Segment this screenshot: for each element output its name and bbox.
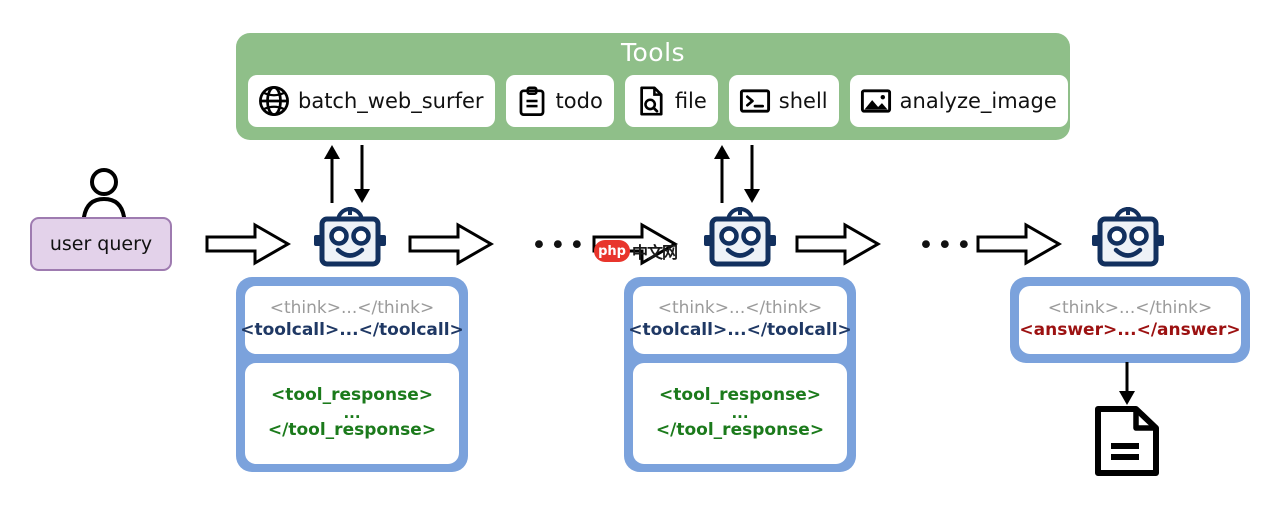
tool-label: todo [555,89,603,113]
tool-response-close: </tool_response> [267,420,437,441]
arrow-up-icon [324,145,340,203]
tool-response-dots: ... [731,403,749,422]
tools-title: Tools [620,38,686,67]
agent-step-2-message-card: <think>...</think> <toolcall>...</toolca… [628,286,852,354]
user-query-box[interactable]: user query [30,217,172,271]
toolcall-text: <toolcall>...</toolcall> [628,320,852,340]
think-text: <think>...</think> [269,298,435,319]
tool-chip-batch-web-surfer[interactable]: batch_web_surfer [248,75,495,127]
block-arrow-right-icon [795,222,881,266]
block-arrow-right-icon [205,222,291,266]
tool-label: shell [778,89,828,113]
flow-ellipsis: ••• [531,230,588,261]
watermark: php 中文网 [594,238,686,264]
tool-chip-shell[interactable]: shell [728,75,839,127]
agent-step-2-response-card: <tool_response> ... </tool_response> [633,363,847,464]
tool-label: batch_web_surfer [298,89,484,113]
agent-step-1-message-card: <think>...</think> <toolcall>...</toolca… [240,286,464,354]
answer-text: <answer>...</answer> [1019,320,1241,340]
tool-label: file [674,89,707,113]
tool-response-dots: ... [343,403,361,422]
flow-ellipsis: ••• [918,230,975,261]
user-query-label: user query [49,233,153,255]
tool-chip-analyze-image[interactable]: analyze_image [849,75,1068,127]
watermark-badge: php [594,240,630,262]
arrow-down-icon [744,145,760,203]
arrow-down-icon [354,145,370,203]
document-icon [1095,406,1159,476]
clipboard-icon [519,86,544,116]
think-text: <think>...</think> [1047,298,1213,319]
robot-icon [704,207,776,267]
user-icon [82,168,126,217]
tool-label: analyze_image [899,89,1057,113]
image-icon [860,89,891,113]
toolcall-text: <toolcall>...</toolcall> [240,320,464,340]
globe-icon [259,86,289,116]
tool-response-open: <tool_response> [271,385,433,405]
robot-icon [314,207,386,267]
tool-io-arrows [324,145,370,203]
tool-response-open: <tool_response> [659,385,821,405]
tool-io-arrows [714,145,760,203]
tool-response-close: </tool_response> [655,420,825,441]
file-search-icon [640,86,663,116]
arrow-down-icon [1119,362,1135,405]
terminal-icon [739,89,770,113]
block-arrow-right-icon [408,222,494,266]
agent-final-message-card: <think>...</think> <answer>...</answer> [1019,286,1241,354]
tools-list: batch_web_surfer todo file [248,75,1068,127]
block-arrow-right-icon [976,222,1062,266]
tools-panel: Tools batch_web_surfer [236,33,1070,140]
think-text: <think>...</think> [657,298,823,319]
tool-chip-todo[interactable]: todo [505,75,614,127]
agent-step-2-panel: <think>...</think> <toolcall>...</toolca… [624,277,856,472]
robot-icon [1092,207,1164,267]
watermark-text: 中文网 [632,243,678,262]
tool-chip-file[interactable]: file [624,75,718,127]
agent-step-1-response-card: <tool_response> ... </tool_response> [245,363,459,464]
agent-final-panel: <think>...</think> <answer>...</answer> [1010,277,1250,363]
agent-step-1-panel: <think>...</think> <toolcall>...</toolca… [236,277,468,472]
arrow-up-icon [714,145,730,203]
